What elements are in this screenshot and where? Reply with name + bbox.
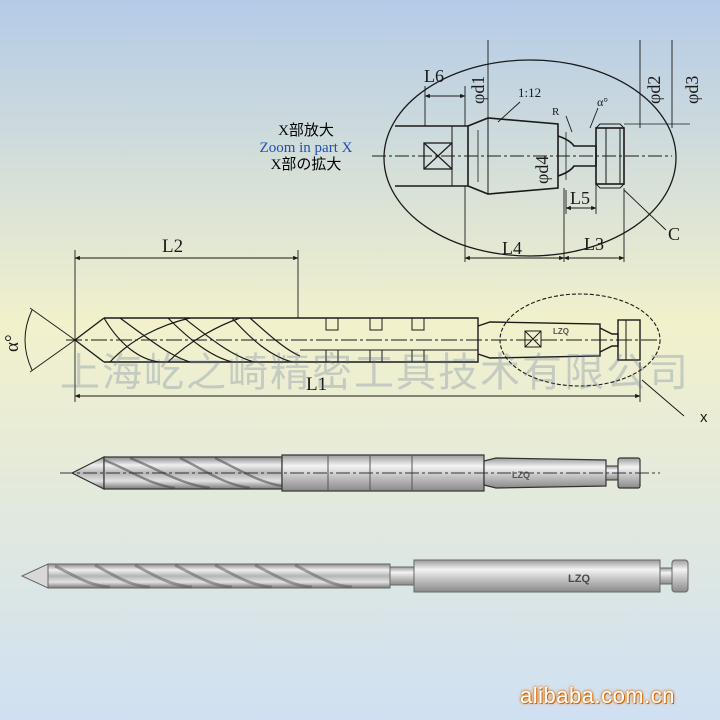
shank-body [300,317,479,363]
shank-logo-shaded: LZQ [512,470,530,480]
reduced-shank [477,321,601,359]
label-L2: L2 [162,236,183,257]
site-watermark: alibaba.com.cn [520,683,675,708]
photo-neck [389,566,415,586]
shank-logo-photo: LZQ [568,573,590,585]
drill-tip [74,317,105,363]
helix-lines [103,317,301,363]
shank-head [617,319,641,361]
zoom-note: X部放大 Zoom in part X X部の拡大 [236,123,376,174]
zoom-taper [467,117,559,195]
zoom-note-jp: X部の拡大 [270,157,342,173]
label-d4: φd4 [532,156,552,184]
photo-drill [20,559,689,593]
label-L5: L5 [570,188,590,208]
label-L3: L3 [584,234,604,254]
label-d1: φd1 [468,76,488,104]
zoom-labels: L6 φd1 1:12 φd4 R α° φd2 φd3 L5 L4 L3 C [424,66,702,258]
label-alpha-detail: α° [597,95,608,109]
zoom-head [595,127,625,185]
label-d2: φd2 [644,76,664,104]
label-R: R [552,106,560,118]
label-d3: φd3 [682,76,702,104]
zoom-detail [372,40,690,262]
main-drawing [24,250,685,417]
shaded-drill [60,454,660,492]
label-x: x [700,409,708,426]
label-taper: 1:12 [518,85,541,100]
zoom-shank [395,125,469,187]
shank-logo-main: LZQ [553,327,569,336]
zoom-note-en: Zoom in part X [259,140,353,156]
zoom-marker-ellipse [499,293,661,387]
photo-shank [413,559,661,593]
label-L4: L4 [502,238,522,258]
label-alpha: α° [2,334,23,352]
photo-head [671,559,689,593]
label-L6: L6 [424,66,444,86]
zoom-note-cn: X部放大 [278,123,334,139]
flute-body [104,317,300,363]
label-L1: L1 [306,374,327,395]
main-labels: L2 L1 α° x [2,236,708,426]
label-C: C [668,224,680,244]
